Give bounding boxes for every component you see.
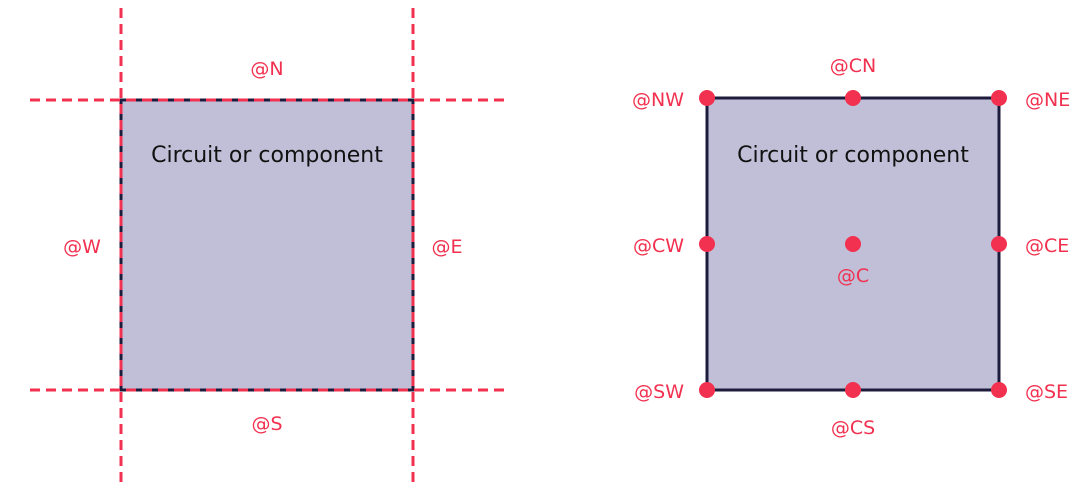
label-c: @C	[837, 265, 869, 287]
label-cn: @CN	[830, 55, 876, 77]
anchor-point-ne	[991, 90, 1007, 106]
anchor-point-sw	[699, 382, 715, 398]
label-cw: @CW	[633, 235, 684, 257]
left-component-box	[119, 98, 415, 392]
label-sw: @SW	[634, 381, 684, 403]
anchor-point-ce	[991, 236, 1007, 252]
right-diagram: Circuit or component @NW @CN @NE @CW @C …	[632, 55, 1070, 439]
label-ce: @CE	[1025, 235, 1069, 257]
anchor-point-cw	[699, 236, 715, 252]
label-se: @SE	[1025, 381, 1068, 403]
anchor-point-c	[845, 236, 861, 252]
right-box-label: Circuit or component	[737, 143, 969, 168]
label-south: @S	[251, 413, 282, 435]
left-diagram: Circuit or component @N @S @W @E	[30, 8, 505, 487]
label-east: @E	[431, 236, 462, 258]
anchor-point-se	[991, 382, 1007, 398]
label-ne: @NE	[1025, 89, 1070, 111]
anchor-point-cn	[845, 90, 861, 106]
label-nw: @NW	[632, 89, 684, 111]
left-box-label: Circuit or component	[151, 143, 383, 168]
label-cs: @CS	[831, 417, 875, 439]
anchor-point-nw	[699, 90, 715, 106]
label-north: @N	[250, 58, 283, 80]
label-west: @W	[63, 236, 101, 258]
anchor-point-cs	[845, 382, 861, 398]
